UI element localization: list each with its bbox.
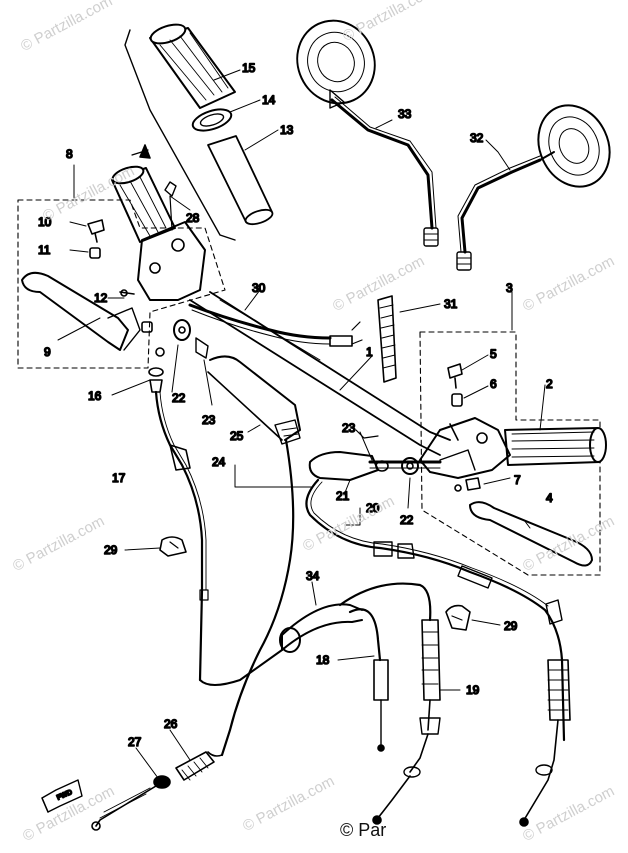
callout-8: 8 — [66, 147, 73, 161]
callout-13: 13 — [280, 123, 294, 137]
callout-30: 30 — [252, 281, 266, 295]
callout-24: 24 — [212, 455, 226, 469]
left-grip-and-switch — [21, 165, 206, 351]
callout-29-right: 29 — [504, 619, 518, 633]
callout-16: 16 — [88, 389, 102, 403]
callout-17: 17 — [112, 471, 126, 485]
callout-22-left: 22 — [172, 391, 186, 405]
callout-7: 7 — [514, 473, 521, 487]
callout-18: 18 — [316, 653, 330, 667]
left-mirror — [296, 19, 439, 247]
corner-watermark: © Par — [340, 820, 387, 840]
callout-26: 26 — [164, 717, 178, 731]
callout-29-left: 29 — [104, 543, 118, 557]
callout-20: 20 — [366, 501, 380, 515]
callout-31: 31 — [444, 297, 458, 311]
callout-32: 32 — [470, 131, 484, 145]
callout-3: 3 — [506, 281, 513, 295]
callout-23-left: 23 — [202, 413, 216, 427]
callout-1: 1 — [366, 345, 373, 359]
lever-assembly-box — [17, 199, 226, 369]
callout-10: 10 — [38, 215, 52, 229]
callout-21: 21 — [336, 489, 350, 503]
start-switch — [308, 429, 476, 481]
callout-28: 28 — [186, 211, 200, 225]
handlebar — [189, 291, 451, 456]
callout-14: 14 — [262, 93, 276, 107]
callout-25: 25 — [230, 429, 244, 443]
callout-9: 9 — [44, 345, 51, 359]
callout-15: 15 — [242, 61, 256, 75]
callout-11: 11 — [38, 243, 51, 257]
callout-5: 5 — [490, 347, 497, 361]
callout-22-right: 22 — [400, 513, 414, 527]
callout-4: 4 — [546, 491, 553, 505]
fwd-arrow-icon — [41, 779, 83, 813]
callout-34: 34 — [306, 569, 320, 583]
right-grip-and-throttle — [419, 363, 607, 567]
control-cables — [91, 390, 571, 831]
throttle-grip-exploded — [124, 23, 274, 241]
callout-2: 2 — [546, 377, 553, 391]
callout-19: 19 — [466, 683, 480, 697]
callout-27: 27 — [128, 735, 142, 749]
callout-12: 12 — [94, 291, 108, 305]
leader-lines — [57, 69, 546, 779]
callout-33: 33 — [398, 107, 412, 121]
callout-6: 6 — [490, 377, 497, 391]
callout-23-right: 23 — [342, 421, 356, 435]
right-mirror — [456, 104, 611, 271]
throttle-assembly-box — [419, 331, 601, 576]
